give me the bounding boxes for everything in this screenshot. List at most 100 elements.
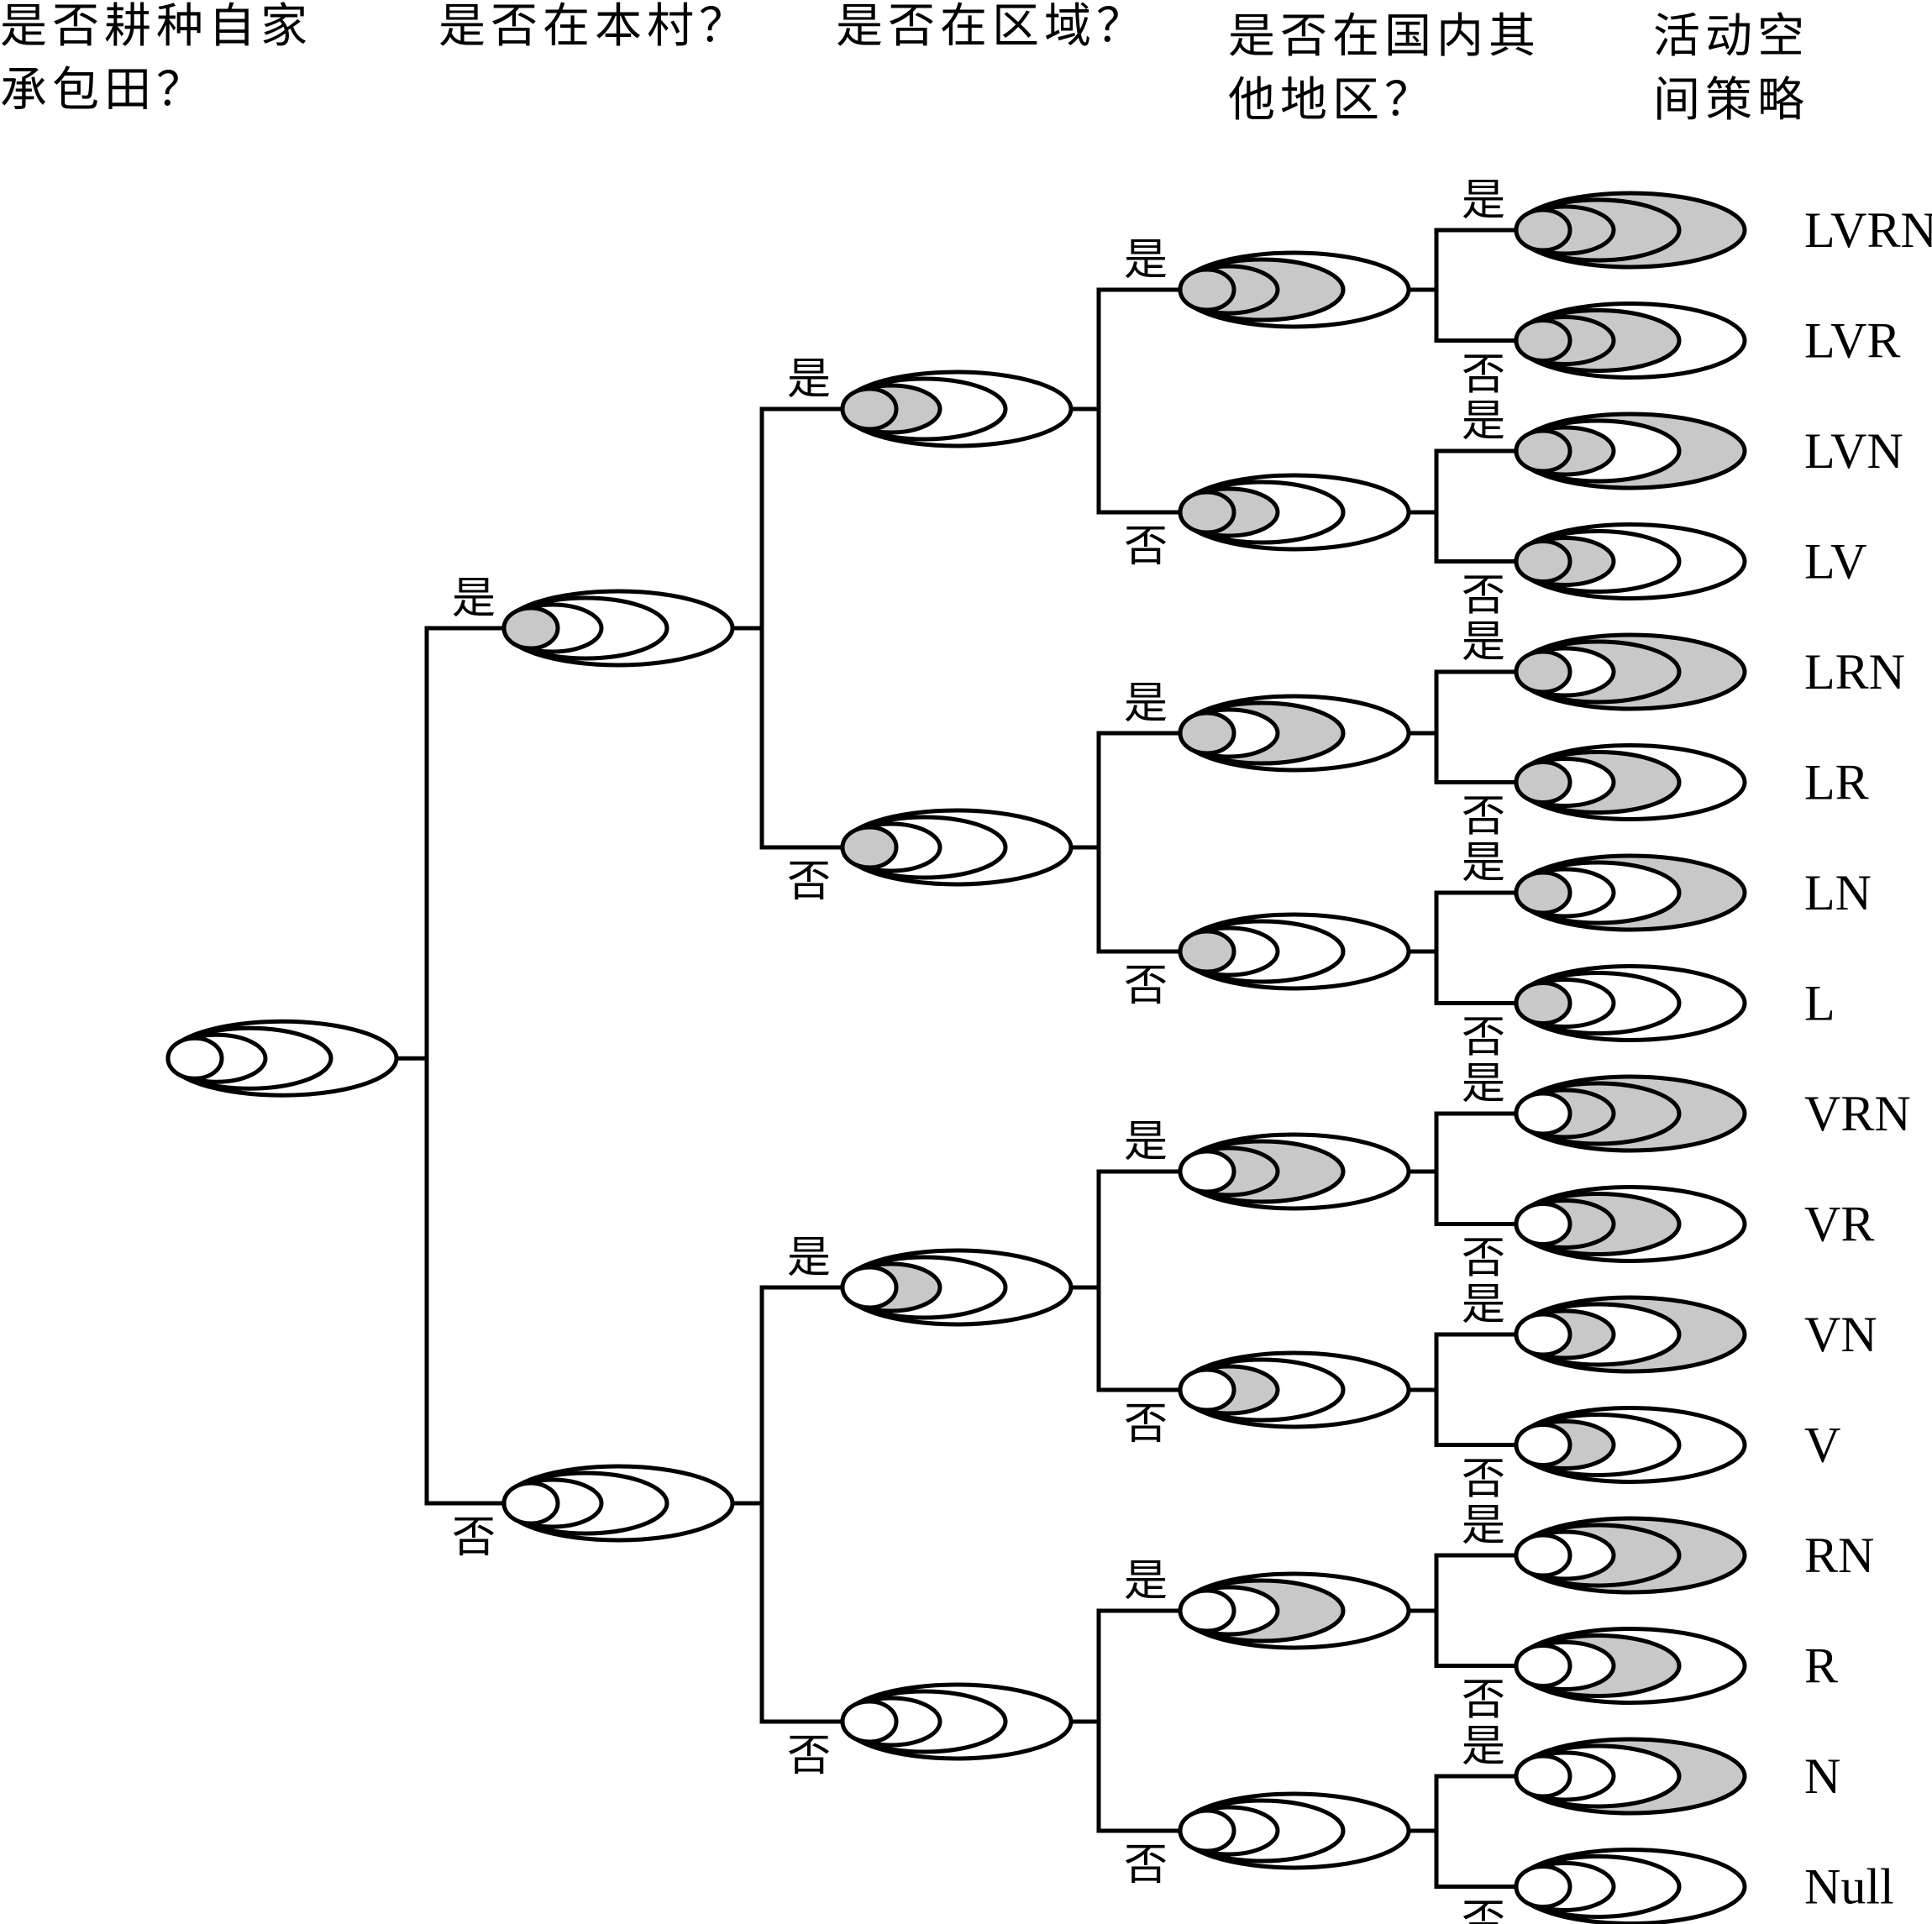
- node-d4-1: [1514, 301, 1747, 380]
- header-national: 是否在国内其 他地区？: [1228, 5, 1541, 133]
- branch-no-label: 否: [1124, 961, 1168, 1011]
- node-d4-10: [1514, 1295, 1747, 1374]
- land-core: [1514, 870, 1572, 915]
- strategy-label-7: L: [1804, 976, 1835, 1031]
- land-core: [1514, 649, 1572, 695]
- node-d2-1: [840, 808, 1074, 887]
- land-core: [1514, 1423, 1572, 1467]
- land-core: [1514, 318, 1572, 363]
- land-core: [1514, 1312, 1572, 1357]
- node-d4-0: [1514, 191, 1747, 270]
- branch-no-label: 否: [1462, 571, 1505, 621]
- branch-no-label: 否: [1462, 1234, 1505, 1284]
- strategy-label-12: RN: [1804, 1528, 1874, 1583]
- header-region: 是否在区域？: [836, 0, 1148, 59]
- branch-bracket: [1434, 890, 1516, 1005]
- branch-bracket: [1096, 1169, 1180, 1392]
- branch-no-label: 否: [1462, 792, 1505, 842]
- strategy-label-2: LVN: [1804, 423, 1903, 479]
- branch-yes-label: 是: [1124, 235, 1168, 286]
- node-d3-0: [1178, 250, 1411, 329]
- branch-bracket: [1434, 1553, 1516, 1668]
- branch-no-label: 否: [1124, 1399, 1168, 1450]
- branch-bracket: [1434, 669, 1516, 784]
- branch-no-label: 否: [1462, 350, 1505, 401]
- branch-no-label: 否: [787, 857, 831, 907]
- node-d3-7: [1178, 1791, 1411, 1870]
- node-d4-3: [1514, 522, 1747, 600]
- node-d3-1: [1178, 473, 1411, 552]
- land-core: [1514, 1864, 1572, 1909]
- land-core: [1514, 1754, 1572, 1799]
- branch-yes-label: 是: [1462, 396, 1505, 447]
- branch-no-label: 否: [1462, 1896, 1505, 1924]
- branch-yes-label: 是: [1462, 838, 1505, 889]
- branch-yes-label: 是: [452, 574, 496, 624]
- header-strategy: 活动空 间策略: [1653, 5, 1809, 133]
- branch-no-label: 否: [1124, 1840, 1168, 1890]
- branch-bracket: [1434, 448, 1516, 564]
- branch-yes-label: 是: [1462, 176, 1505, 226]
- header-strategy-line-1: 活动空: [1653, 9, 1809, 64]
- land-core: [1514, 1091, 1572, 1136]
- node-d4-13: [1514, 1627, 1747, 1705]
- strategy-label-15: Null: [1804, 1859, 1894, 1915]
- node-d3-5: [1178, 1350, 1411, 1429]
- branch-bracket: [1096, 731, 1180, 954]
- land-core: [1178, 1149, 1236, 1194]
- land-core: [840, 1699, 899, 1744]
- header-village: 是否在本村？: [438, 0, 751, 59]
- strategy-label-1: LVR: [1804, 313, 1901, 369]
- strategy-label-10: VN: [1804, 1307, 1877, 1362]
- node-d1-0: [501, 589, 735, 668]
- branch-no-label: 否: [1462, 1675, 1505, 1726]
- node-d1-1: [501, 1464, 735, 1543]
- branch-yes-label: 是: [1124, 1556, 1168, 1607]
- land-core: [501, 606, 560, 651]
- strategy-label-0: LVRN: [1804, 202, 1932, 258]
- header-strategy-line-2: 间策略: [1653, 73, 1809, 128]
- branch-bracket: [424, 626, 504, 1506]
- header-land-line-1: 是否耕种自家: [0, 0, 312, 54]
- land-core: [840, 386, 899, 432]
- branch-yes-label: 是: [1462, 1280, 1505, 1330]
- branch-yes-label: 是: [787, 354, 831, 405]
- branch-bracket: [759, 406, 843, 850]
- node-d4-6: [1514, 853, 1747, 932]
- strategy-label-8: VRN: [1804, 1086, 1911, 1141]
- node-d4-14: [1514, 1737, 1747, 1816]
- branch-no-label: 否: [787, 1731, 831, 1781]
- branch-yes-label: 是: [787, 1233, 831, 1283]
- branch-yes-label: 是: [1124, 1117, 1168, 1167]
- node-d4-12: [1514, 1516, 1747, 1595]
- header-land: 是否耕种自家 承包田？: [0, 0, 312, 123]
- strategy-label-3: LV: [1804, 534, 1866, 590]
- strategy-label-4: LRN: [1804, 644, 1905, 700]
- land-core: [1514, 1644, 1572, 1688]
- branch-yes-label: 是: [1462, 1722, 1505, 1772]
- branch-bracket: [1096, 287, 1180, 515]
- header-land-line-2: 承包田？: [0, 63, 208, 118]
- land-core: [1514, 428, 1572, 474]
- node-d0-0: [165, 1019, 399, 1098]
- land-core: [1178, 710, 1236, 756]
- land-core: [1514, 207, 1572, 253]
- land-core: [1178, 1808, 1236, 1853]
- strategy-label-6: LN: [1804, 865, 1872, 920]
- strategy-label-9: VR: [1804, 1197, 1874, 1252]
- branch-no-label: 否: [1124, 522, 1168, 572]
- node-d3-2: [1178, 694, 1411, 773]
- strategy-label-5: LR: [1804, 755, 1869, 810]
- node-d2-0: [840, 370, 1074, 448]
- branch-no-label: 否: [1462, 1455, 1505, 1505]
- node-d4-11: [1514, 1406, 1747, 1484]
- node-d4-8: [1514, 1074, 1747, 1153]
- branch-bracket: [1434, 1332, 1516, 1447]
- node-d2-3: [840, 1682, 1074, 1761]
- node-d3-3: [1178, 912, 1411, 991]
- land-core: [501, 1481, 560, 1526]
- header-national-line-2: 他地区？: [1228, 73, 1436, 128]
- land-core: [1514, 1202, 1572, 1246]
- branch-yes-label: 是: [1462, 617, 1505, 668]
